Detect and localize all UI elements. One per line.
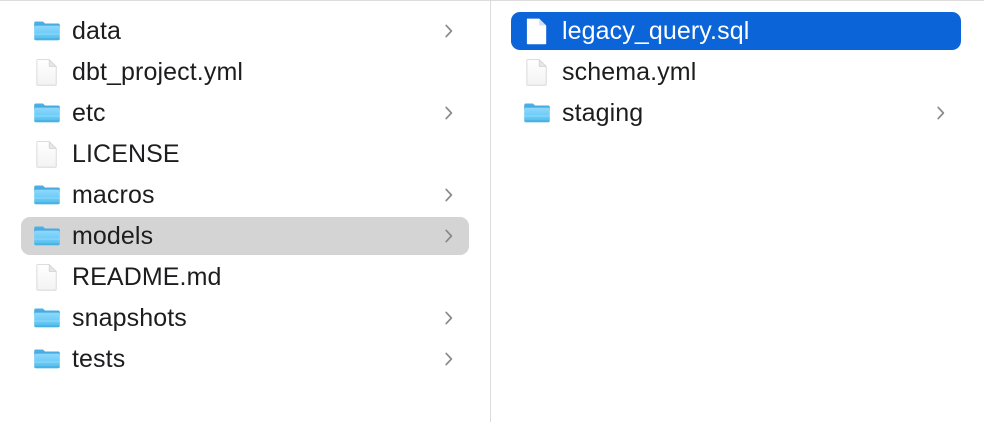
chevron-right-icon[interactable] (443, 103, 455, 123)
file-icon (32, 262, 62, 292)
file-row-legacy-query-sql[interactable]: legacy_query.sql (511, 12, 961, 50)
folder-row-snapshots[interactable]: snapshots (21, 299, 469, 337)
folder-icon (522, 98, 552, 128)
file-row-schema-yml[interactable]: schema.yml (511, 53, 961, 91)
folder-icon (32, 344, 62, 374)
folder-name-label: etc (72, 99, 106, 127)
chevron-right-icon[interactable] (443, 185, 455, 205)
folder-icon (32, 221, 62, 251)
file-row-license[interactable]: LICENSE (21, 135, 469, 173)
file-icon (522, 16, 552, 46)
folder-row-staging[interactable]: staging (511, 94, 961, 132)
chevron-right-icon[interactable] (443, 308, 455, 328)
folder-name-label: data (72, 17, 122, 45)
chevron-right-icon[interactable] (443, 349, 455, 369)
folder-row-macros[interactable]: macros (21, 176, 469, 214)
folder-name-label: macros (72, 181, 155, 209)
finder-column-models-folder[interactable]: legacy_query.sql schema.yml staging (491, 1, 984, 422)
file-name-label: schema.yml (562, 58, 697, 86)
file-name-label: LICENSE (72, 140, 180, 168)
folder-row-etc[interactable]: etc (21, 94, 469, 132)
folder-icon (32, 180, 62, 210)
file-row-dbt-project-yml[interactable]: dbt_project.yml (21, 53, 469, 91)
folder-icon (32, 303, 62, 333)
chevron-right-icon[interactable] (443, 21, 455, 41)
chevron-right-icon[interactable] (443, 226, 455, 246)
folder-name-label: models (72, 222, 154, 250)
file-icon (522, 57, 552, 87)
folder-icon (32, 16, 62, 46)
file-name-label: README.md (72, 263, 222, 291)
folder-name-label: snapshots (72, 304, 187, 332)
folder-row-tests[interactable]: tests (21, 340, 469, 378)
folder-row-data[interactable]: data (21, 12, 469, 50)
file-name-label: dbt_project.yml (72, 58, 244, 86)
file-icon (32, 139, 62, 169)
folder-name-label: tests (72, 345, 126, 373)
folder-name-label: staging (562, 99, 644, 127)
chevron-right-icon[interactable] (935, 103, 947, 123)
file-name-label: legacy_query.sql (562, 17, 750, 45)
folder-icon (32, 98, 62, 128)
file-icon (32, 57, 62, 87)
folder-row-models[interactable]: models (21, 217, 469, 255)
file-row-readme-md[interactable]: README.md (21, 258, 469, 296)
